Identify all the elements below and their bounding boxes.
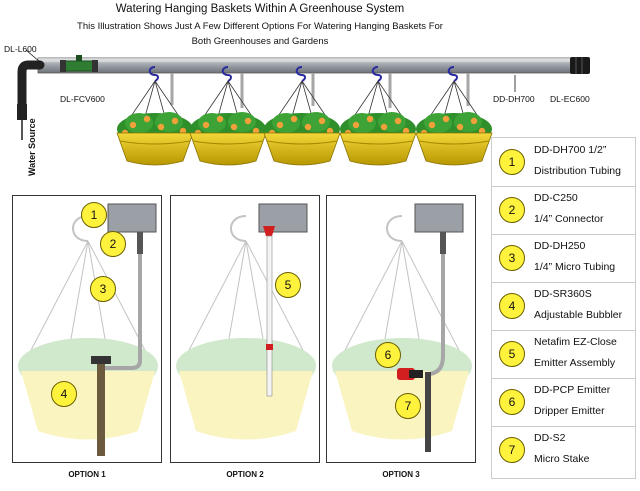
option-3-badge-6: 6 [375, 342, 401, 368]
legend-desc: Adjustable Bubbler [534, 309, 623, 321]
option-3-panel: 6 7 [326, 195, 476, 463]
legend-desc: Distribution Tubing [534, 165, 621, 177]
legend-badge: 2 [499, 197, 525, 223]
legend-desc: Micro Stake [534, 453, 590, 465]
legend-item: 5 Netafim EZ-Close Emitter Assembly [492, 330, 635, 379]
legend-code: DD-PCP Emitter [534, 384, 611, 396]
option-1-badge-4: 4 [51, 381, 77, 407]
legend-item: 7 DD-S2 Micro Stake [492, 426, 635, 474]
legend-item: 2 DD-C250 1/4” Connector [492, 186, 635, 235]
diagram-subtitle-line2: Both Greenhouses and Gardens [191, 36, 329, 47]
legend-code: Netafim EZ-Close [534, 336, 617, 348]
option-2-panel: 5 [170, 195, 320, 463]
legend-desc: 1/4” Micro Tubing [534, 261, 616, 273]
end-cap-label: DL-EC600 [550, 94, 590, 104]
option-1-badge-3: 3 [90, 276, 116, 302]
legend-badge: 7 [499, 437, 525, 463]
legend-item: 4 DD-SR360S Adjustable Bubbler [492, 282, 635, 331]
legend-badge: 3 [499, 245, 525, 271]
legend-badge: 1 [499, 149, 525, 175]
legend-item: 1 DD-DH700 1/2” Distribution Tubing [492, 138, 635, 187]
parts-legend: 1 DD-DH700 1/2” Distribution Tubing 2 DD… [491, 137, 636, 479]
legend-desc: Emitter Assembly [534, 357, 616, 369]
tubing-label: DD-DH700 [493, 94, 535, 104]
elbow-label: DL-L600 [4, 44, 37, 54]
legend-badge: 4 [499, 293, 525, 319]
option-1-badge-1: 1 [81, 202, 107, 228]
diagram-title: Watering Hanging Baskets Within A Greenh… [115, 3, 405, 15]
legend-item: 3 DD-DH250 1/4” Micro Tubing [492, 234, 635, 283]
legend-code: DD-DH700 1/2” [534, 144, 607, 156]
legend-item: 6 DD-PCP Emitter Dripper Emitter [492, 378, 635, 427]
legend-code: DD-C250 [534, 192, 578, 204]
option-1-badge-2: 2 [100, 231, 126, 257]
water-source-label: Water Source [27, 118, 37, 176]
legend-code: DD-SR360S [534, 288, 592, 300]
option-2-illustration [176, 203, 316, 440]
option-3-illustration [332, 203, 472, 452]
option-1-label: OPTION 1 [68, 470, 106, 479]
option-3-label: OPTION 3 [382, 470, 420, 479]
option-1-panel: 1 2 3 4 [12, 195, 162, 463]
option-1-illustration [18, 203, 158, 456]
legend-code: DD-DH250 [534, 240, 586, 252]
valve-label: DL-FCV600 [60, 94, 105, 104]
option-3-badge-7: 7 [395, 393, 421, 419]
greenhouse-system-illustration [17, 49, 590, 166]
legend-code: DD-S2 [534, 432, 566, 444]
diagram-subtitle-line1: This Illustration Shows Just A Few Diffe… [77, 21, 443, 32]
option-2-badge-5: 5 [275, 272, 301, 298]
legend-desc: 1/4” Connector [534, 213, 604, 225]
option-2-label: OPTION 2 [226, 470, 264, 479]
legend-badge: 5 [499, 341, 525, 367]
legend-desc: Dripper Emitter [534, 405, 605, 417]
legend-badge: 6 [499, 389, 525, 415]
